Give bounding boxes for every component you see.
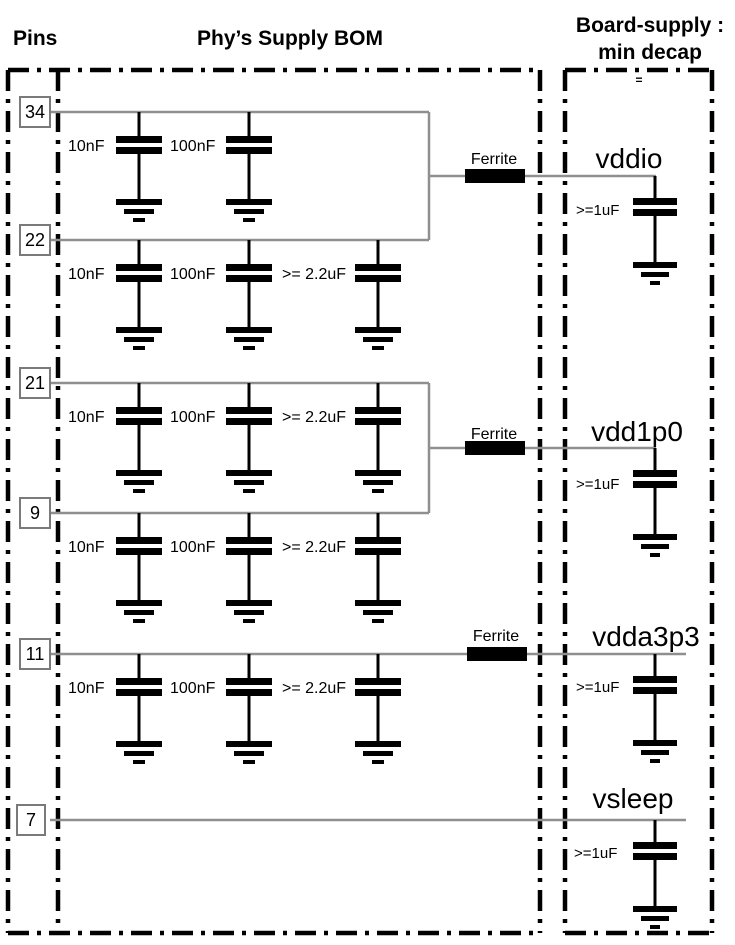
capacitor-to-ground-symbol — [631, 174, 679, 287]
capacitor-to-ground-symbol — [114, 511, 164, 625]
cap-value-label: >= 2.2uF — [282, 680, 346, 697]
capacitor-to-ground-symbol — [353, 238, 403, 352]
capacitor-to-ground-symbol — [224, 381, 274, 495]
pin-number: 7 — [26, 810, 36, 830]
cap-value-label: 100nF — [170, 138, 216, 155]
pin-box-34 — [19, 96, 51, 128]
ferrite-label: Ferrite — [471, 151, 517, 168]
cap-value-label: 100nF — [170, 266, 216, 283]
supply-name-vsleep: vsleep — [593, 783, 674, 814]
vddio-supply-group: 10nF 100nF 10nF 100nF >= 2.2uF Ferrite v… — [50, 110, 679, 352]
ferrite-bead — [467, 647, 527, 661]
supply-name-vdda3p3: vdda3p3 — [592, 621, 699, 652]
bom-column-title: Phy’s Supply BOM — [197, 27, 383, 50]
ferrite-bead — [465, 169, 525, 183]
pin-box-11 — [19, 638, 51, 670]
supply-name-vddio: vddio — [596, 143, 663, 174]
pins-column-title: Pins — [13, 27, 57, 50]
ferrite-label: Ferrite — [473, 628, 519, 645]
capacitor-to-ground-symbol — [224, 238, 274, 352]
pin-box-22 — [19, 224, 51, 256]
vdd1p0-supply-group: 10nF 100nF >= 2.2uF 10nF 100nF >= 2.2uF … — [50, 381, 683, 625]
capacitor-to-ground-symbol — [353, 652, 403, 766]
capacitor-to-ground-symbol — [114, 238, 164, 352]
board-column-title-line2: min decap — [598, 41, 702, 64]
cap-value-label: 10nF — [68, 409, 105, 426]
board-equals-mark: = — [635, 73, 642, 87]
capacitor-to-ground-symbol — [353, 381, 403, 495]
capacitor-to-ground-symbol — [114, 381, 164, 495]
capacitor-to-ground-symbol — [224, 511, 274, 625]
pin-number: 11 — [26, 644, 45, 664]
capacitor-to-ground-symbol — [353, 511, 403, 625]
capacitor-to-ground-symbol — [224, 652, 274, 766]
pin-number: 22 — [25, 230, 45, 250]
cap-value-label: 10nF — [68, 266, 105, 283]
cap-value-label: 100nF — [170, 409, 216, 426]
vsleep-supply-group: vsleep >=1uF — [50, 783, 686, 931]
cap-value-label: 10nF — [68, 539, 105, 556]
pin-box-7 — [16, 804, 46, 836]
ferrite-bead — [465, 441, 525, 455]
board-decap-value-label: >=1uF — [574, 845, 617, 862]
capacitor-to-ground-symbol — [224, 110, 274, 224]
capacitor-to-ground-symbol — [114, 652, 164, 766]
capacitor-to-ground-symbol — [114, 110, 164, 224]
cap-value-label: 100nF — [170, 539, 216, 556]
cap-value-label: 10nF — [68, 680, 105, 697]
cap-value-label: >= 2.2uF — [282, 409, 346, 426]
board-decap-value-label: >=1uF — [576, 476, 619, 493]
pin-box-21 — [19, 367, 51, 399]
board-decap-value-label: >=1uF — [576, 202, 619, 219]
pin-column: 34 22 21 9 11 7 — [16, 96, 51, 836]
board-column-title-line1: Board-supply : — [576, 14, 724, 37]
capacitor-to-ground-symbol — [631, 446, 679, 559]
cap-value-label: 10nF — [68, 138, 105, 155]
pin-number: 9 — [30, 503, 40, 523]
board-decap-value-label: >=1uF — [576, 679, 619, 696]
cap-value-label: >= 2.2uF — [282, 539, 346, 556]
ferrite-label: Ferrite — [471, 426, 517, 443]
supply-name-vdd1p0: vdd1p0 — [591, 416, 683, 447]
vdda3p3-supply-group: 10nF 100nF >= 2.2uF Ferrite vdda3p3 >=1u… — [50, 621, 700, 766]
pin-number: 21 — [25, 373, 45, 393]
pin-number: 34 — [25, 102, 45, 122]
pin-box-9 — [19, 497, 51, 529]
capacitor-to-ground-symbol — [631, 818, 679, 931]
cap-value-label: >= 2.2uF — [282, 266, 346, 283]
capacitor-to-ground-symbol — [631, 652, 679, 765]
cap-value-label: 100nF — [170, 680, 216, 697]
